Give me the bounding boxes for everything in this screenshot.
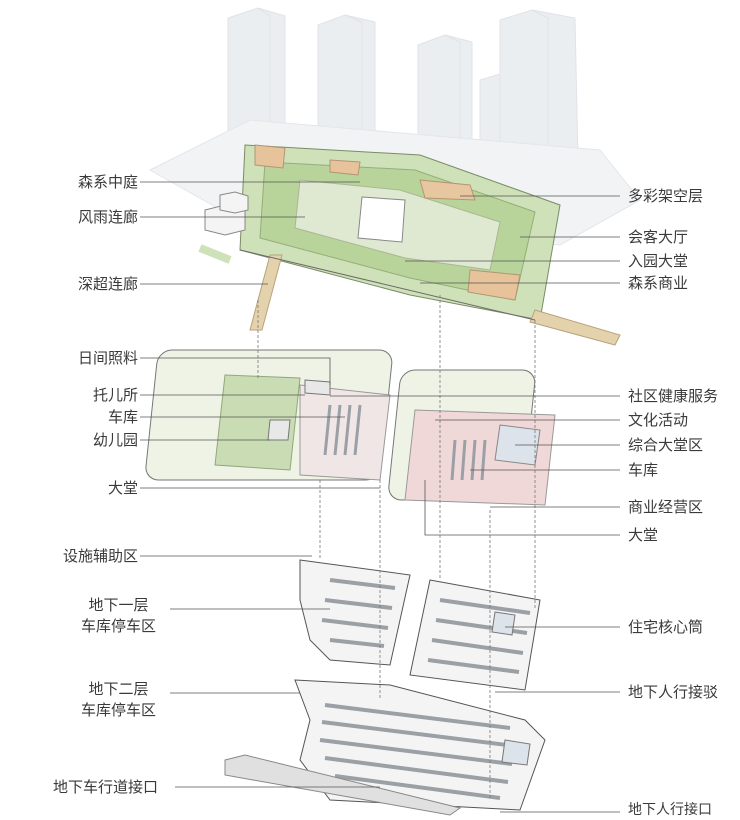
b1-parking-level: [299, 559, 541, 691]
b2-parking-level: [224, 679, 546, 816]
ground-level: [145, 349, 556, 506]
vertical-connectors: [257, 295, 536, 800]
leader-lines: [140, 181, 620, 813]
roof-garden-level: [198, 144, 621, 346]
